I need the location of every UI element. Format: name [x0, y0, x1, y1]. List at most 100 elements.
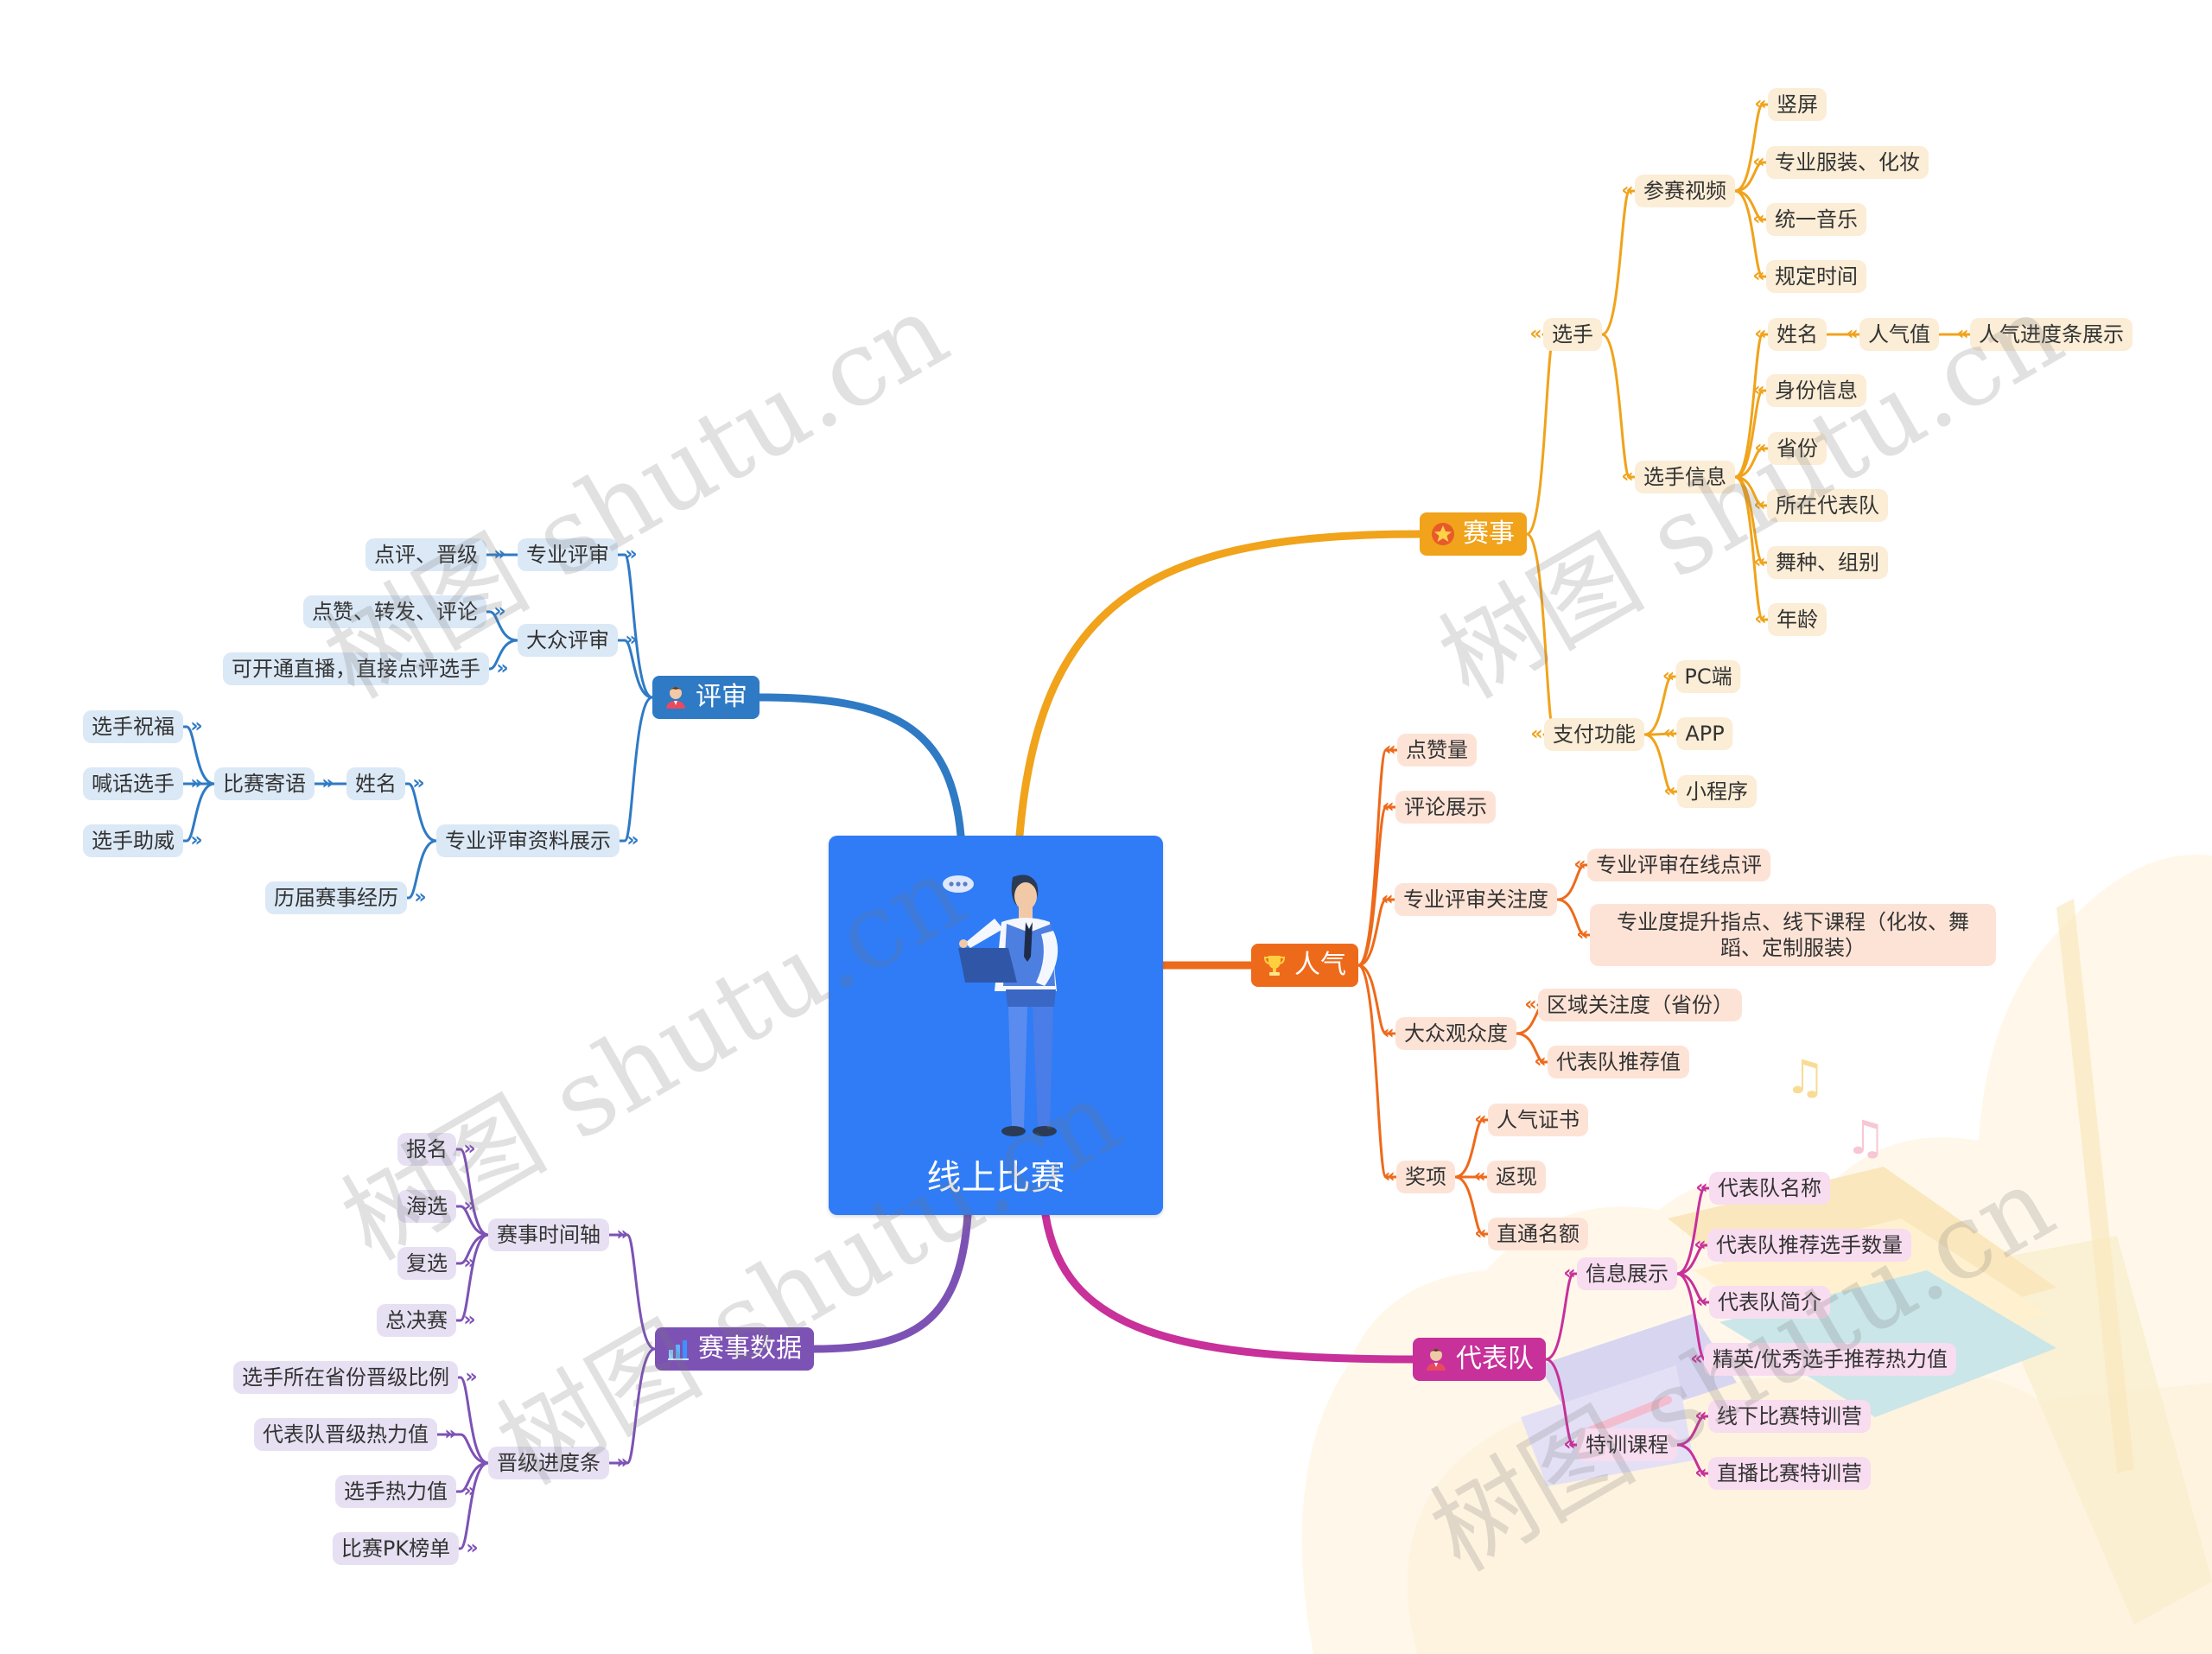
- topic-jinji-tiao[interactable]: 晋级进度条: [488, 1447, 609, 1479]
- topic-daibiaodui-suo[interactable]: 所在代表队: [1767, 489, 1888, 522]
- topic-dianzan[interactable]: 点赞量: [1397, 734, 1477, 767]
- topic-zaixian-dianping[interactable]: 专业评审在线点评: [1587, 849, 1770, 881]
- connector: [1733, 475, 1770, 621]
- topic-zhuanye-pingshen[interactable]: 专业评审: [518, 538, 618, 571]
- topic-xianxia-texun[interactable]: 线下比赛特训营: [1708, 1400, 1871, 1433]
- topic-rezhi[interactable]: 代表队晋级热力值: [254, 1418, 437, 1451]
- topic-shuping[interactable]: 竖屏: [1768, 88, 1827, 121]
- topic-xingming[interactable]: 姓名: [1768, 318, 1827, 351]
- topic-yinyue[interactable]: 统一音乐: [1766, 203, 1866, 236]
- topic-jiangxiang[interactable]: 奖项: [1396, 1161, 1455, 1193]
- topic-xinxi-zhanshi[interactable]: 信息展示: [1577, 1257, 1677, 1290]
- chevron-icon: »: [625, 544, 637, 565]
- connector: [1453, 1175, 1490, 1236]
- branch-label: 人气: [1294, 950, 1346, 980]
- topic-zhengshu[interactable]: 人气证书: [1488, 1104, 1588, 1136]
- topic-zhufu[interactable]: 选手祝福: [83, 710, 183, 743]
- connector: [1643, 733, 1679, 793]
- topic-dbd-tuijian-shu[interactable]: 代表队推荐选手数量: [1707, 1229, 1911, 1262]
- chevron-icon: «: [1621, 180, 1633, 201]
- branch-connector-pingshen: [755, 693, 965, 840]
- topic-fuxuan[interactable]: 复选: [397, 1247, 456, 1280]
- topic-jingli[interactable]: 历届赛事经历: [265, 881, 407, 914]
- topic-xuanshou-re[interactable]: 选手热力值: [335, 1475, 456, 1508]
- connector: [1555, 863, 1589, 901]
- chevron-icon: «: [1621, 466, 1633, 487]
- topic-fuzhuang[interactable]: 专业服装、化妆: [1766, 146, 1929, 179]
- chevron-icon: «: [1474, 1109, 1486, 1130]
- topic-wuzhong[interactable]: 舞种、组别: [1767, 546, 1888, 579]
- topic-dazhong-pingshen[interactable]: 大众评审: [518, 624, 618, 657]
- topic-dbd-jianjie[interactable]: 代表队简介: [1709, 1286, 1830, 1319]
- topic-quyu[interactable]: 区域关注度（省份）: [1538, 989, 1742, 1021]
- connector: [1643, 675, 1677, 736]
- topic-zhitong[interactable]: 直通名额: [1488, 1218, 1588, 1250]
- chevron-icon: «: [1529, 323, 1541, 345]
- topic-texun[interactable]: 特训课程: [1577, 1428, 1677, 1461]
- topic-xuanshou[interactable]: 选手: [1543, 318, 1602, 351]
- chevron-icon: «: [1754, 323, 1766, 345]
- topic-pc[interactable]: PC端: [1675, 660, 1741, 693]
- topic-dazhong-guanzhong[interactable]: 大众观众度: [1395, 1017, 1516, 1050]
- chevron-icon: »: [626, 830, 639, 851]
- branch-renqi[interactable]: 人气: [1251, 944, 1358, 987]
- topic-dbd-mingcheng[interactable]: 代表队名称: [1709, 1172, 1830, 1205]
- topic-fanxian[interactable]: 返现: [1487, 1161, 1546, 1193]
- chevron-icon: «: [1956, 323, 1968, 345]
- chevron-icon: »: [493, 601, 505, 622]
- branch-pingshen[interactable]: 评审: [652, 676, 760, 719]
- topic-shijianzhou[interactable]: 赛事时间轴: [488, 1218, 609, 1251]
- topic-jindutiao[interactable]: 人气进度条展示: [1970, 318, 2133, 351]
- chevron-icon: «: [1473, 1166, 1485, 1187]
- topic-app[interactable]: APP: [1676, 717, 1733, 750]
- chevron-icon: «: [1694, 1234, 1706, 1256]
- topic-nianling[interactable]: 年龄: [1768, 603, 1827, 636]
- topic-hanhua[interactable]: 喊话选手: [83, 767, 183, 800]
- topic-shengfen[interactable]: 省份: [1768, 432, 1827, 465]
- topic-zhuanye-guanzhu[interactable]: 专业评审关注度: [1395, 883, 1557, 916]
- connector: [1733, 189, 1768, 221]
- topic-cansai-shipin[interactable]: 参赛视频: [1635, 175, 1735, 207]
- branch-label: 赛事数据: [698, 1333, 802, 1364]
- connector: [1515, 1032, 1549, 1064]
- topic-zhifu[interactable]: 支付功能: [1544, 718, 1644, 751]
- chevron-icon: «: [1576, 924, 1588, 945]
- connector: [618, 696, 654, 843]
- topic-dianping-jinji[interactable]: 点评、晋级: [365, 538, 486, 571]
- branch-daibiaodui[interactable]: 代表队: [1413, 1338, 1546, 1381]
- svg-text:♫: ♫: [1845, 1110, 1886, 1165]
- topic-xuanshou-xinxi[interactable]: 选手信息: [1635, 461, 1735, 493]
- topic-renqizhi[interactable]: 人气值: [1859, 318, 1939, 351]
- topic-bili[interactable]: 选手所在省份晋级比例: [233, 1361, 458, 1394]
- topic-haixuan[interactable]: 海选: [397, 1190, 456, 1223]
- topic-zhuwei[interactable]: 选手助威: [83, 824, 183, 857]
- topic-jingying[interactable]: 精英/优秀选手推荐热力值: [1703, 1343, 1957, 1376]
- topic-xingming2[interactable]: 姓名: [346, 767, 405, 800]
- chevron-icon: «: [1573, 854, 1586, 875]
- topic-pinglun[interactable]: 评论展示: [1395, 791, 1496, 824]
- topic-baoming[interactable]: 报名: [397, 1133, 456, 1166]
- topic-shenfen[interactable]: 身份信息: [1766, 374, 1866, 407]
- topic-tisheng[interactable]: 专业度提升指点、线下课程（化妆、舞蹈、定制服装）: [1590, 904, 1996, 966]
- topic-zongjuesai[interactable]: 总决赛: [377, 1304, 456, 1337]
- topic-zhibo-texun[interactable]: 直播比赛特训营: [1708, 1457, 1871, 1490]
- root-node[interactable]: 线上比赛: [829, 836, 1163, 1215]
- root-title: 线上比赛: [926, 1158, 1065, 1198]
- connector: [405, 839, 438, 900]
- connector: [454, 1461, 490, 1493]
- chevron-icon: «: [1662, 722, 1675, 744]
- topic-tuijianzhi[interactable]: 代表队推荐值: [1548, 1046, 1689, 1078]
- topic-zhibo[interactable]: 可开通直播，直接点评选手: [223, 652, 489, 685]
- connector: [181, 782, 216, 843]
- topic-xiaochengxu[interactable]: 小程序: [1677, 775, 1757, 808]
- connector: [607, 1347, 657, 1465]
- branch-shuju[interactable]: 赛事数据: [655, 1327, 814, 1371]
- topic-pk[interactable]: 比赛PK榜单: [332, 1532, 460, 1565]
- topic-dianzan-zhuanfa[interactable]: 点赞、转发、评论: [303, 595, 486, 628]
- chevron-icon: «: [1754, 437, 1766, 459]
- topic-jiyu[interactable]: 比赛寄语: [214, 767, 315, 800]
- bar-chart-icon: [668, 1340, 689, 1360]
- topic-shijian[interactable]: 规定时间: [1766, 260, 1866, 293]
- branch-saishi[interactable]: 赛事: [1420, 512, 1527, 556]
- topic-ziliao[interactable]: 专业评审资料展示: [436, 824, 620, 857]
